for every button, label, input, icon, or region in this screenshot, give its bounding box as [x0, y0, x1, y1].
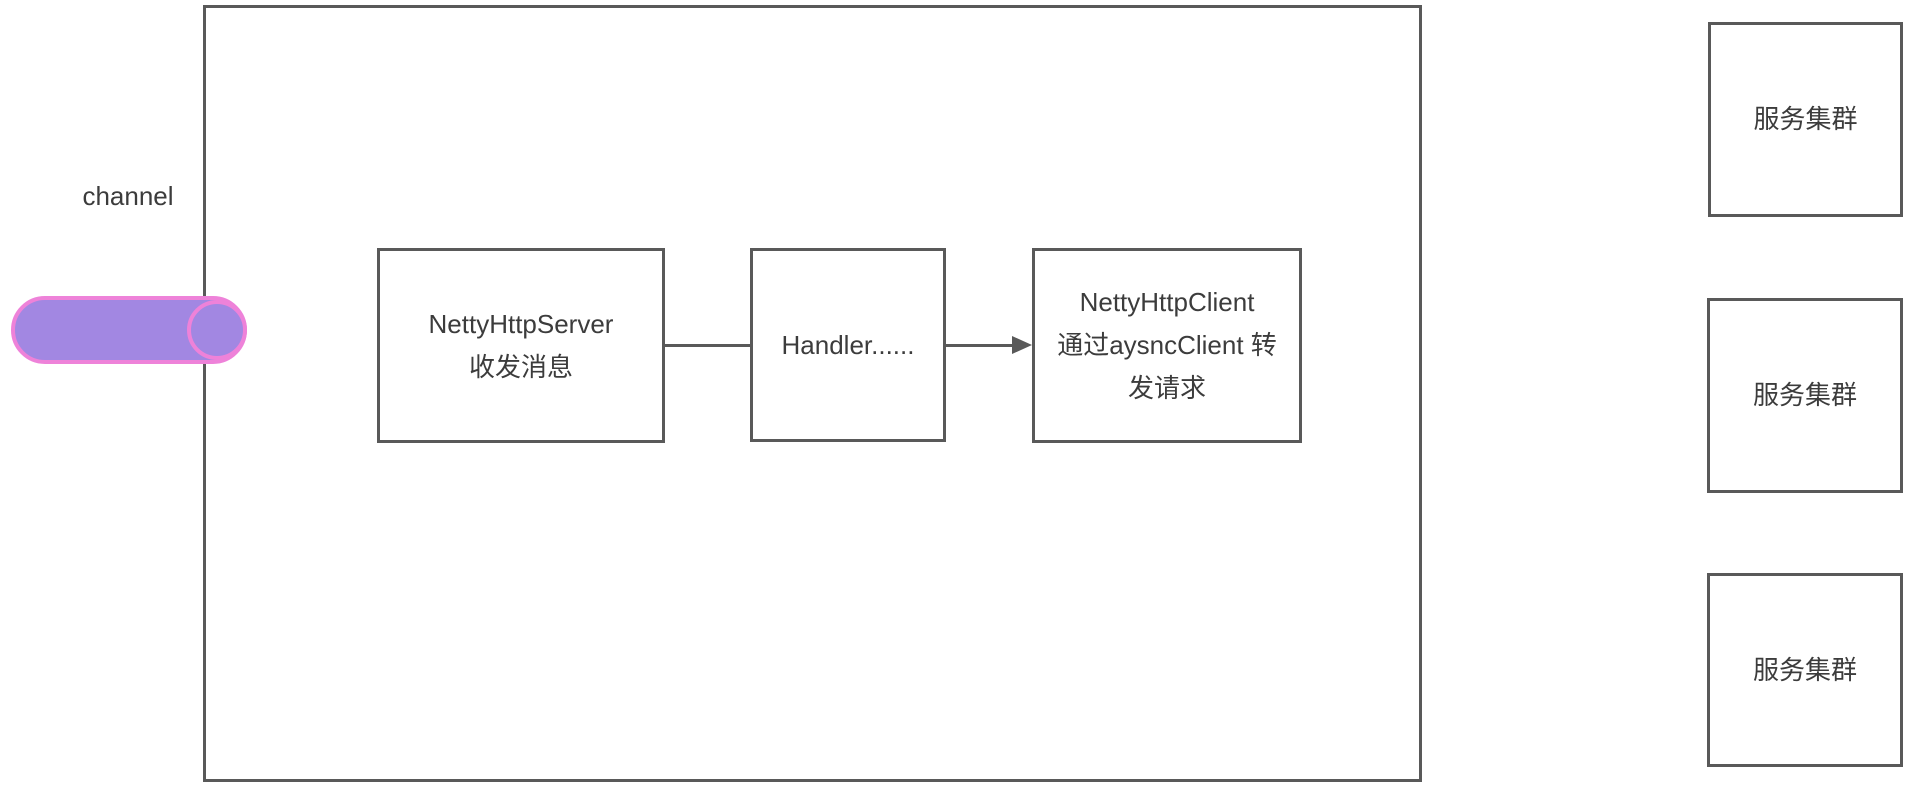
connector-handler-client	[946, 344, 1014, 347]
node-netty-http-client: NettyHttpClient 通过aysncClient 转 发请求	[1032, 248, 1302, 443]
channel-cylinder-shape	[11, 296, 247, 364]
connector-arrowhead-icon	[1012, 336, 1032, 354]
node-label-line: NettyHttpClient	[1079, 287, 1255, 317]
node-label-line: 通过aysncClient 转	[1057, 330, 1277, 360]
node-label-line: 服务集群	[1753, 104, 1858, 134]
node-label-line: 发请求	[1127, 373, 1206, 403]
node-label-line: 服务集群	[1752, 380, 1857, 410]
node-service-cluster-3: 服务集群	[1707, 573, 1903, 767]
channel-label: channel	[82, 181, 174, 211]
channel-cylinder-cap	[187, 300, 247, 360]
node-service-cluster-2: 服务集群	[1707, 298, 1903, 493]
node-label-line: Handler......	[781, 329, 915, 360]
node-label-line: 服务集群	[1752, 654, 1857, 685]
connector-server-handler	[665, 344, 750, 347]
node-service-cluster-1: 服务集群	[1708, 22, 1903, 217]
node-netty-http-server: NettyHttpServer 收发消息	[377, 248, 665, 443]
node-label-line: 收发消息	[468, 351, 573, 382]
node-handler: Handler......	[750, 248, 946, 442]
node-label-line: NettyHttpServer	[428, 308, 614, 339]
